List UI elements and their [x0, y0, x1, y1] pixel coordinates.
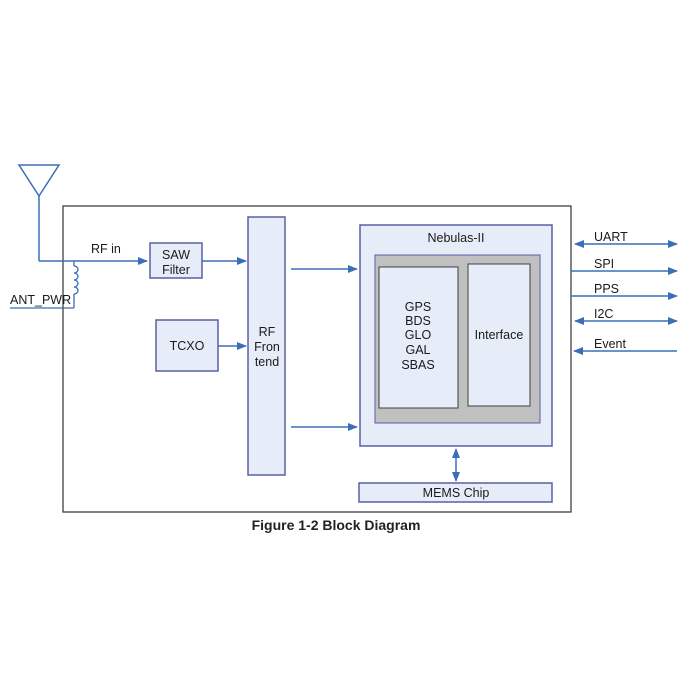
antenna-icon — [17, 164, 61, 261]
gnss-glo: GLO — [405, 328, 432, 342]
gnss-box — [378, 266, 459, 409]
tcxo-box — [155, 319, 219, 372]
saw-label-line1: SAW — [162, 248, 190, 262]
uart-label: UART — [594, 230, 628, 244]
mems-chip-box — [358, 482, 553, 503]
interface-label: Interface — [475, 328, 524, 342]
pps-label: PPS — [594, 282, 619, 296]
tcxo-label: TCXO — [170, 339, 205, 353]
i2c-label: I2C — [594, 307, 613, 321]
event-label: Event — [594, 337, 626, 351]
interface-box — [467, 263, 531, 407]
rf-in-label: RF in — [91, 242, 121, 256]
inductor-icon — [73, 261, 79, 308]
mems-label: MEMS Chip — [423, 486, 490, 500]
ant-pwr-label: ANT_PWR — [10, 293, 71, 307]
gnss-gps: GPS — [405, 300, 431, 314]
gnss-bds: BDS — [405, 314, 431, 328]
figure-caption: Figure 1-2 Block Diagram — [252, 517, 421, 533]
gnss-sbas: SBAS — [401, 358, 434, 372]
nebulas-label: Nebulas-II — [428, 231, 485, 245]
rf-label-line3: tend — [255, 355, 279, 369]
saw-label-line2: Filter — [162, 263, 190, 277]
rf-label-line1: RF — [259, 325, 276, 339]
gnss-gal: GAL — [405, 343, 430, 357]
rf-frontend-box — [247, 216, 286, 476]
spi-label: SPI — [594, 257, 614, 271]
rf-label-line2: Fron — [254, 340, 280, 354]
